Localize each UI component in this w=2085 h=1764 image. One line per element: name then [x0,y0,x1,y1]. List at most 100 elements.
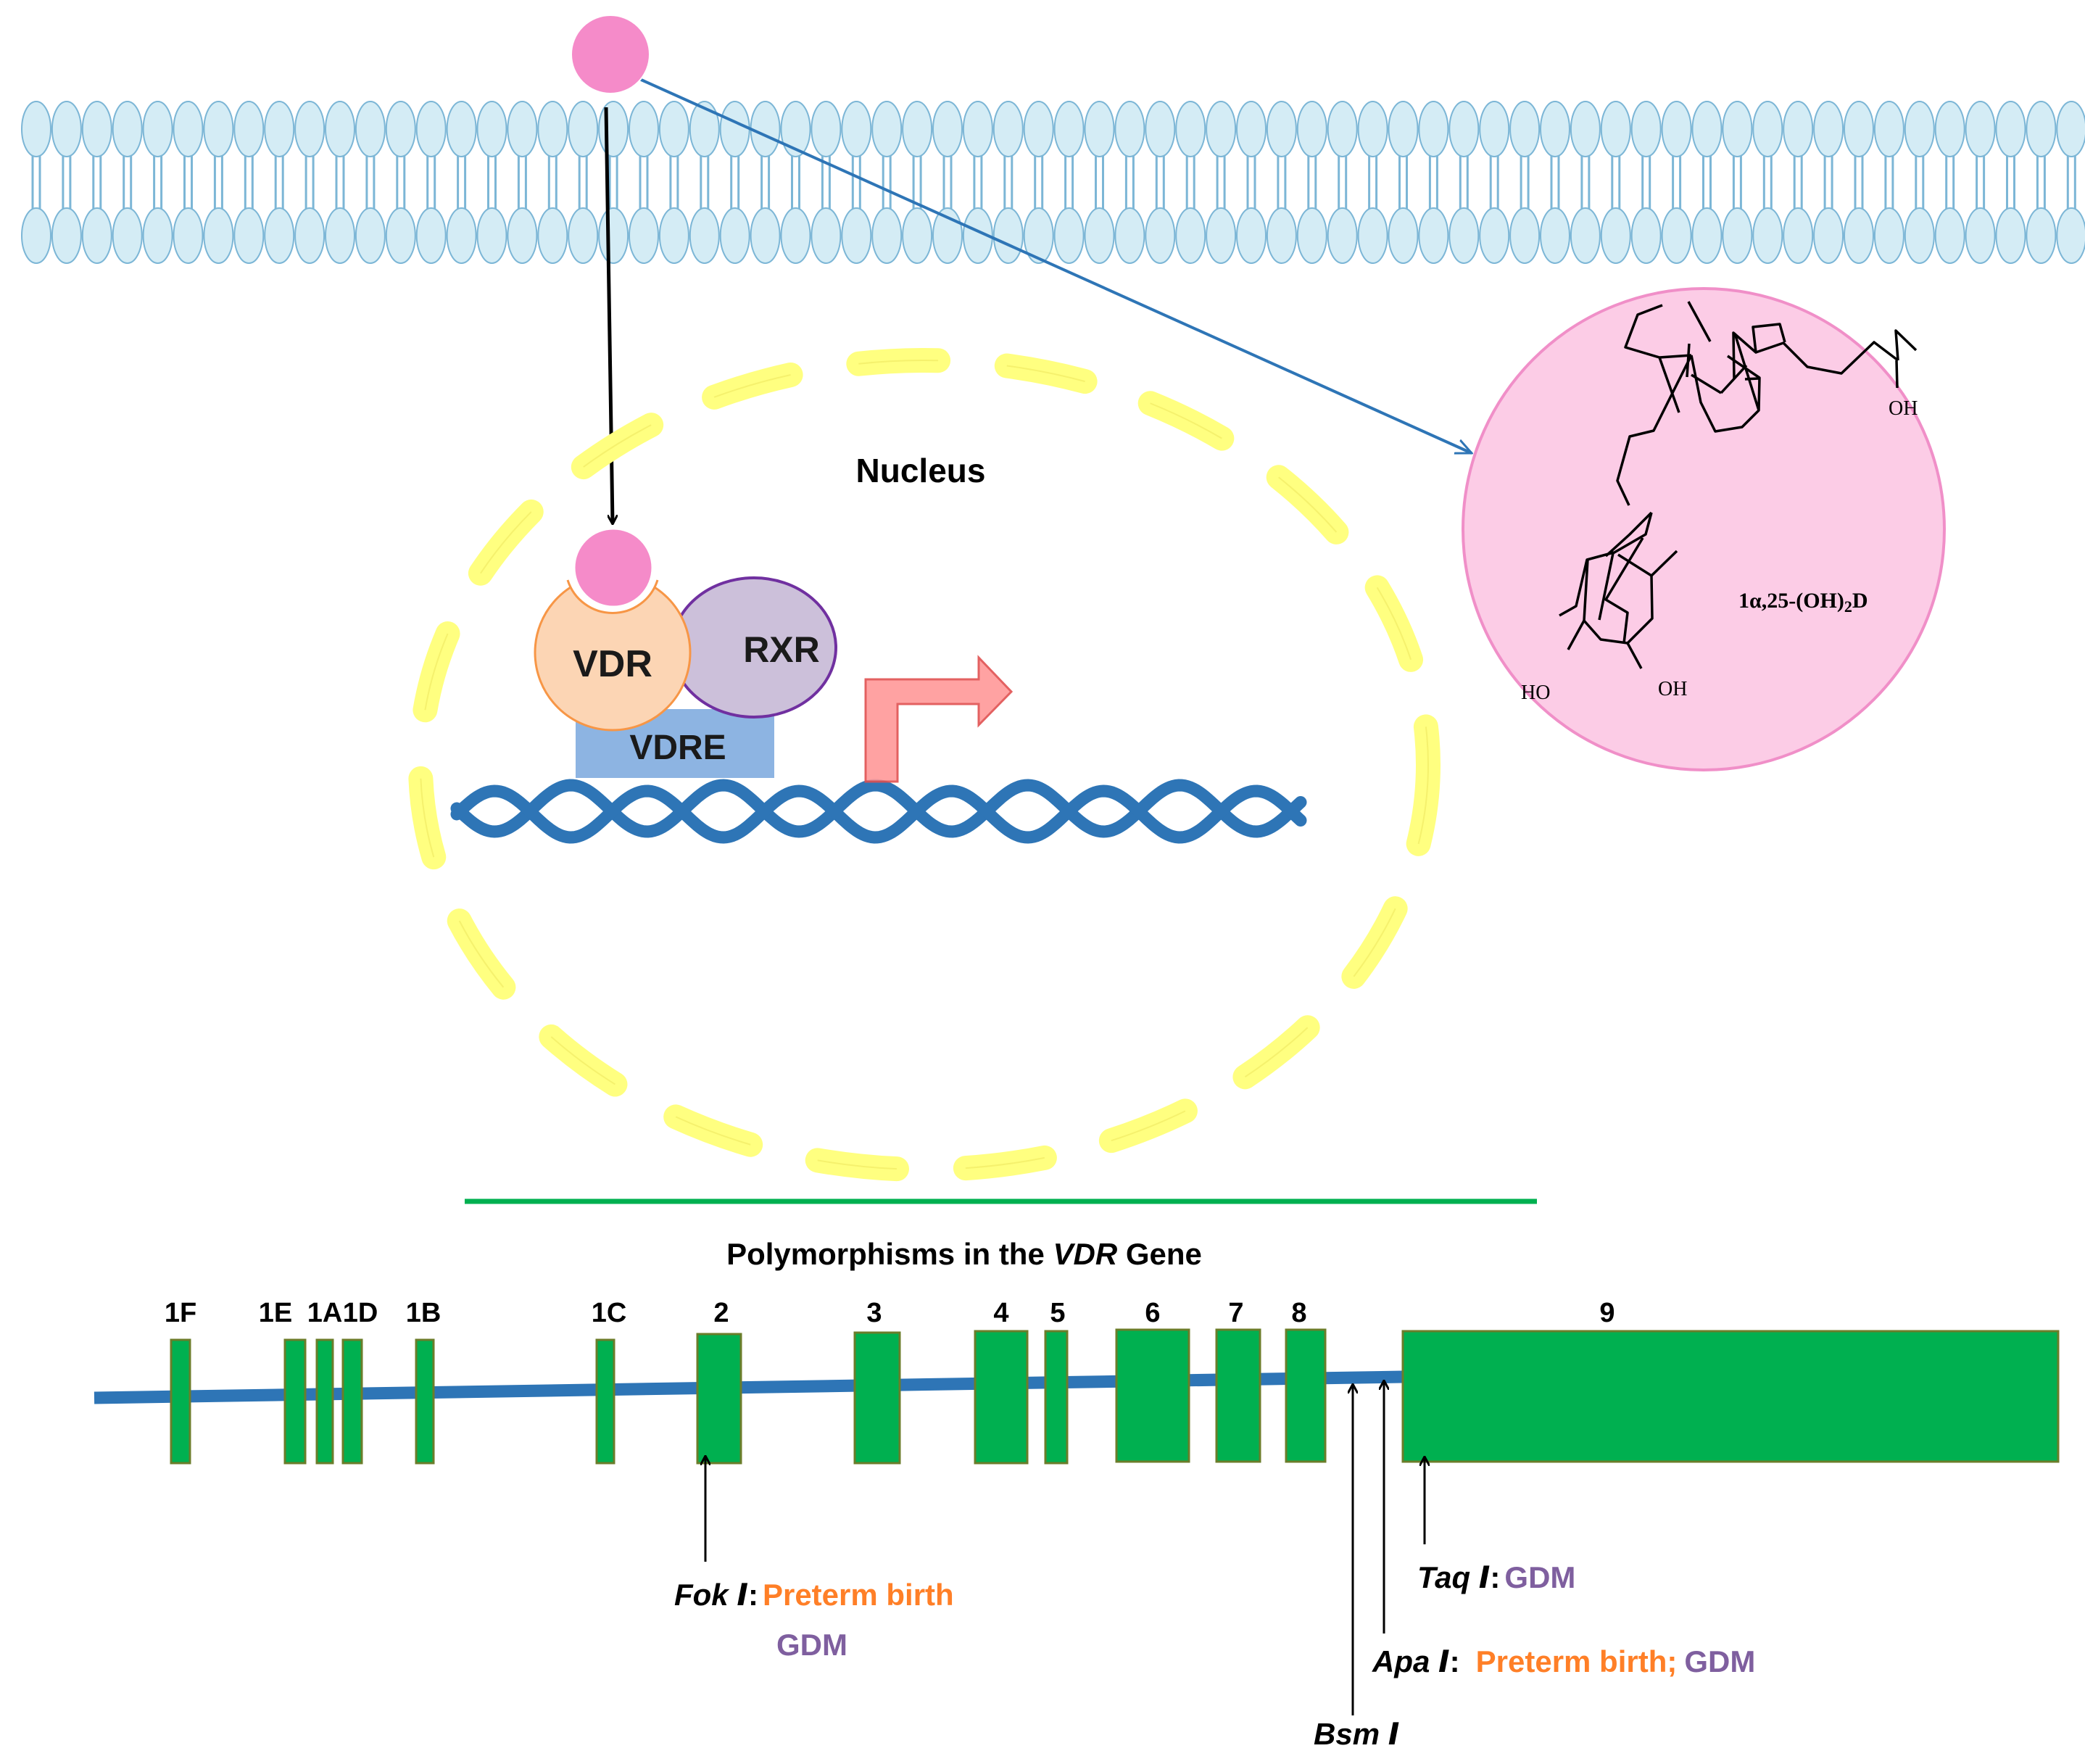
lipid-head [537,101,568,157]
lipid-head [658,207,689,264]
lipid-head [294,101,326,157]
ho-left-label: HO [1521,682,1550,704]
lipid-head [598,101,629,157]
lipid-head [2026,101,2057,157]
nucleus-envelope-outline [420,360,1429,1170]
nucleus-label: Nucleus [856,452,986,489]
lipid-head [325,207,355,264]
lipid-head [2026,207,2057,264]
exon-8 [1285,1328,1327,1463]
lipid-head [1084,101,1115,157]
lipid-head [112,207,143,264]
lipid-head [1934,207,1965,264]
lipid-head [1509,101,1541,157]
lipid-head [446,207,477,264]
lipid-head [1023,101,1054,157]
lipid-head [142,101,173,157]
lipid-head [932,101,963,157]
exon-1b [415,1338,435,1465]
lipid-head [325,101,355,157]
lipid-head [1145,207,1176,264]
lipid-head [1206,207,1237,264]
exon-label: 7 [1228,1298,1243,1328]
lipid-head [629,207,659,264]
lipid-head [871,207,903,264]
lipid-head [1236,207,1267,264]
lipid-head [1752,101,1783,157]
lipid-head [1965,207,1996,264]
lipid-head [1266,101,1297,157]
exon-label: 3 [866,1298,882,1328]
oh-right-label: OH [1658,678,1687,700]
lipid-head [962,207,993,264]
exon-5 [1044,1330,1069,1465]
exon-1a [315,1338,334,1465]
vdr-label: VDR [573,643,652,685]
exon-1c [595,1338,615,1465]
lipid-head [1357,207,1388,264]
lipid-head [507,101,538,157]
lipid-head [173,101,204,157]
lipid-head [476,101,507,157]
lipid-head [51,207,82,264]
exon-label: 1C [592,1298,627,1328]
lipid-head [1995,207,2026,264]
lipid-head [1206,101,1237,157]
lipid-head [1691,207,1723,264]
lipid-head [1752,207,1783,264]
lipid-head [233,207,265,264]
lipid-head [173,207,204,264]
lipid-head [1630,207,1662,264]
exon-label: 9 [1599,1298,1614,1328]
exon-2 [696,1333,742,1465]
lipid-head [1813,101,1844,157]
exon-1d [341,1338,363,1465]
lipid-head [1053,207,1085,264]
lipid-head [1509,207,1541,264]
fok-gdm-label: GDM [776,1628,847,1662]
lipid-head [689,101,720,157]
lipid-head [1691,101,1723,157]
lipid-head [1448,207,1480,264]
lipid-head [992,207,1024,264]
lipid-head [21,101,51,157]
lipid-head [1995,101,2026,157]
lipid-head [1296,207,1327,264]
exon-label: 4 [993,1298,1008,1328]
lipid-head [1813,207,1844,264]
exon-label: 1E [259,1298,292,1328]
lipid-head [355,101,386,157]
lipid-head [1630,101,1662,157]
lipid-head [1661,101,1692,157]
lipid-head [568,207,599,264]
lipid-head [1388,207,1419,264]
lipid-head [1175,207,1206,264]
lipid-head [962,101,993,157]
taq-label: Taq Ⅰ:GDM [1417,1560,1575,1594]
exon-3 [853,1331,901,1465]
lipid-head [1479,101,1510,157]
lipid-head [689,207,720,264]
lipid-head [1388,101,1419,157]
lipid-head [415,207,447,264]
dna-helix [450,779,1307,844]
lipid-head [992,101,1024,157]
lipid-head [1114,101,1145,157]
exon-label: 1F [165,1298,196,1328]
lipid-head [1327,207,1358,264]
lipid-head [112,101,143,157]
exon-label: 1A [307,1298,343,1328]
lipid-head [658,101,689,157]
lipid-head [1418,101,1449,157]
lipid-head [780,207,811,264]
lipid-head [294,207,326,264]
lipid-head [1084,207,1115,264]
lipid-head [385,207,416,264]
apa-label: Apa Ⅰ:Preterm birth;GDM [1372,1644,1755,1678]
lipid-head [21,207,51,264]
fok-label: Fok Ⅰ:Preterm birth [674,1578,954,1612]
lipid-head [1540,207,1570,264]
lipid-head [2056,207,2085,264]
lipid-head [1266,207,1297,264]
